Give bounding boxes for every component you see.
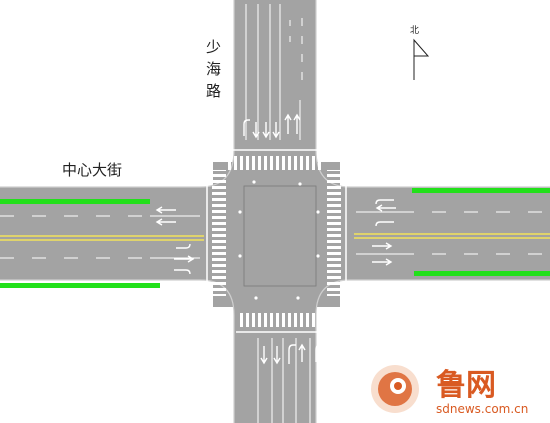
east-lane-arrows	[372, 199, 396, 266]
north-lane-lines	[245, 4, 303, 140]
north-lane-arrows	[243, 113, 301, 139]
intersection-markers	[238, 180, 320, 300]
crosswalk-west	[212, 170, 226, 296]
straight-arrow-icon	[372, 242, 393, 250]
road-north-char-3: 路	[206, 82, 221, 100]
left-turn-arrow-icon	[176, 243, 191, 249]
straight-arrow-icon	[298, 343, 306, 362]
road-north-label: 少 海 路	[206, 38, 221, 100]
straight-arrow-icon	[375, 204, 396, 212]
crosswalks	[212, 156, 341, 327]
west-lane-lines	[0, 199, 204, 288]
straight-arrow-icon	[273, 346, 281, 365]
north-indicator: 北	[410, 25, 430, 80]
straight-arrow-icon	[372, 258, 393, 266]
brand-url: sdnews.com.cn	[436, 402, 528, 416]
straight-arrow-icon	[284, 113, 292, 134]
west-lane-arrows	[155, 206, 195, 275]
north-label: 北	[410, 25, 419, 36]
u-turn-arrow-icon	[243, 119, 250, 136]
green-strip-west-top	[0, 199, 150, 204]
straight-arrow-icon	[155, 218, 176, 226]
straight-arrow-icon	[155, 206, 176, 214]
south-lane-lines	[257, 338, 311, 423]
straight-arrow-icon	[262, 122, 270, 139]
brand-logo-icon	[371, 365, 419, 413]
intersection-box	[243, 185, 317, 287]
crosswalk-south	[240, 313, 324, 327]
north-arrow-icon	[413, 38, 430, 80]
straight-arrow-icon	[252, 122, 260, 139]
stop-lines	[206, 149, 347, 333]
right-turn-arrow-icon	[375, 199, 394, 205]
straight-arrow-icon	[260, 346, 268, 365]
brand-name: 鲁网	[436, 368, 496, 403]
left-turn-arrow-icon	[375, 221, 394, 227]
right-turn-arrow-icon	[174, 269, 191, 275]
south-lane-arrows	[260, 343, 322, 365]
straight-arrow-icon	[174, 255, 195, 263]
left-turn-arrow-icon	[288, 344, 296, 364]
u-turn-arrow-icon	[315, 344, 322, 362]
green-strip-west-bottom	[0, 283, 160, 288]
crosswalk-east	[327, 170, 341, 296]
road-west-label: 中心大街	[62, 161, 122, 179]
green-strip-east-top	[412, 188, 550, 193]
road-north-char-2: 海	[206, 60, 221, 78]
watermark: 鲁网 sdnews.com.cn	[371, 365, 528, 416]
east-lane-lines	[354, 188, 550, 276]
crosswalk-north	[228, 156, 322, 170]
green-strip-east-bottom	[414, 271, 550, 276]
straight-arrow-icon	[272, 122, 280, 139]
straight-arrow-icon	[293, 113, 301, 134]
road-north-char-1: 少	[206, 38, 221, 56]
